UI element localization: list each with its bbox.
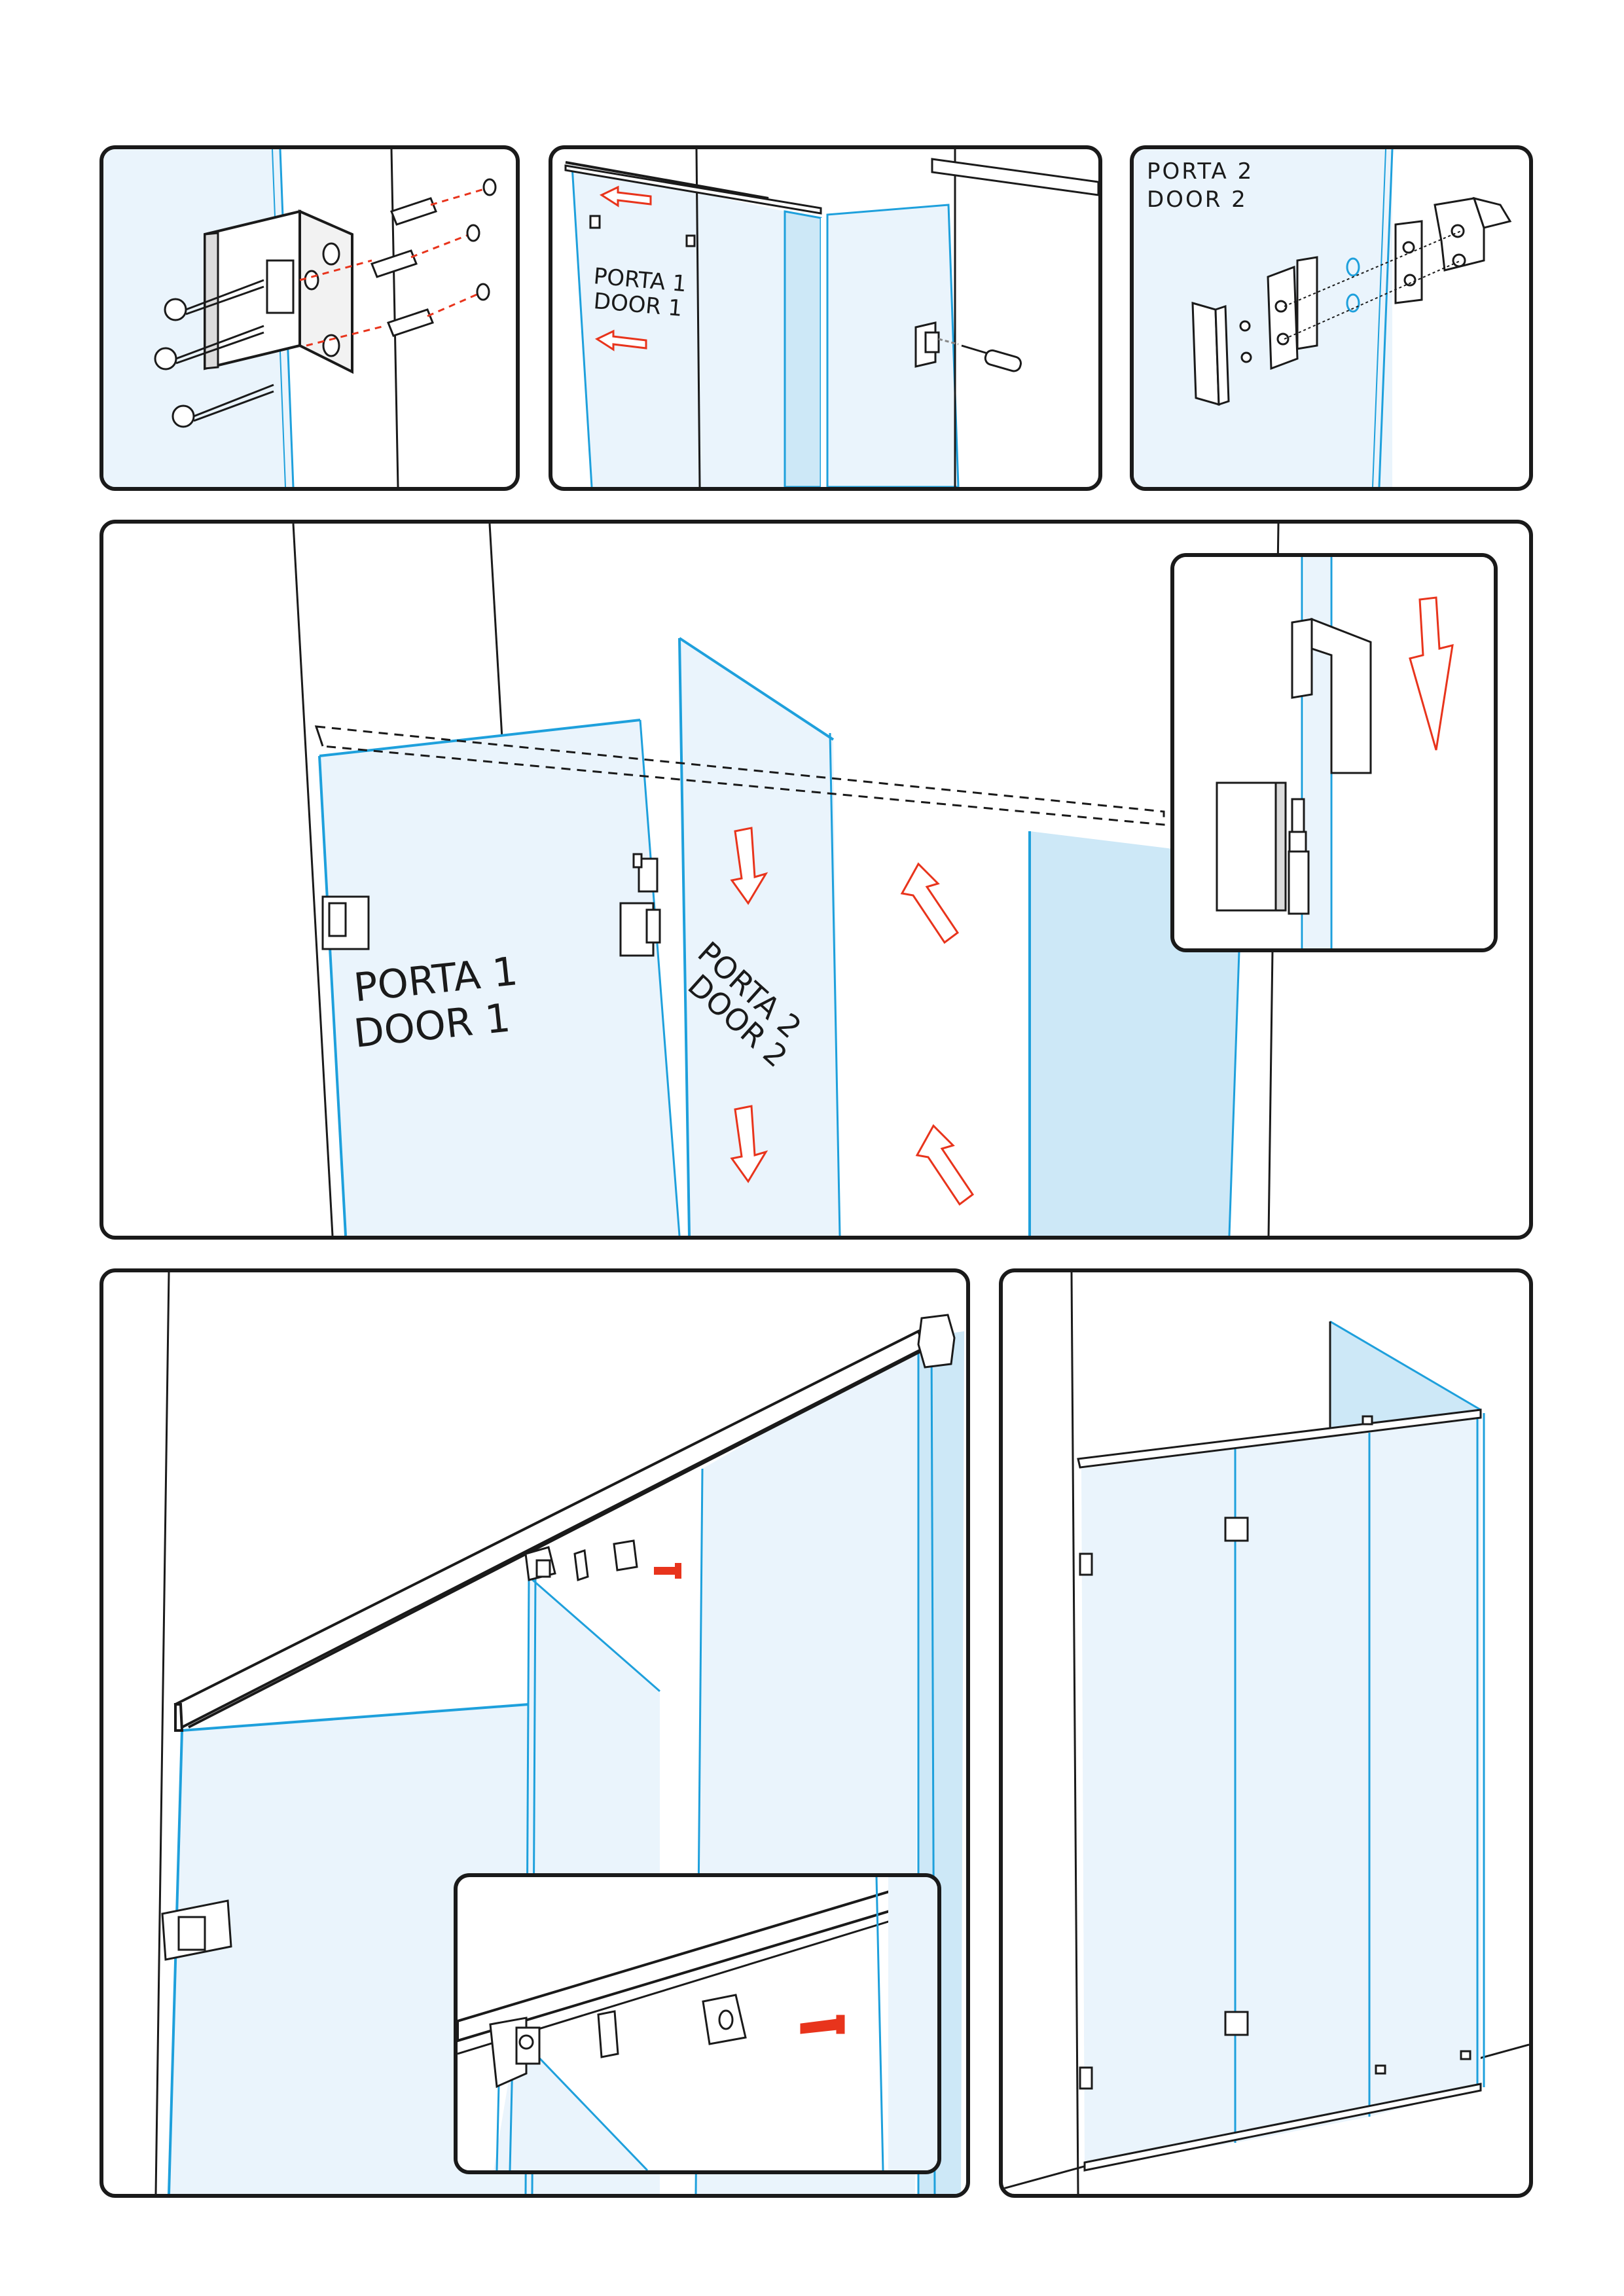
- step-4-inset-illustration: [1174, 557, 1494, 948]
- step-4-inset-panel: [1170, 553, 1498, 952]
- step-4-panel: PORTA 1 DOOR 1 PORTA 2 DOOR 2: [99, 520, 1533, 1240]
- step-6-illustration: [1003, 1272, 1529, 2194]
- arrow-icon: [730, 827, 975, 1206]
- hinge-icon: [1216, 617, 1372, 915]
- bottom-rail: [1083, 2083, 1482, 2172]
- wall-plug-icon: [370, 197, 437, 337]
- end-cap-icon: [917, 1314, 956, 1369]
- step-5-inset-panel: [454, 1873, 941, 2174]
- step-4-illustration: PORTA 1 DOOR 1 PORTA 2 DOOR 2: [292, 524, 1280, 1236]
- step-3-illustration: PORTA 2 DOOR 2: [1134, 149, 1512, 487]
- hinge-icon: [321, 853, 661, 957]
- washer-icon: [1239, 224, 1466, 363]
- door-2-glass: [1235, 1433, 1369, 2143]
- washer-icon: [597, 1994, 747, 2058]
- step-5-inset-illustration: [458, 1877, 937, 2170]
- hinge-icon: [161, 1899, 232, 1961]
- step-1-illustration: [103, 149, 497, 487]
- door-1-glass: [319, 720, 679, 1236]
- glass-clamp-icon: [1191, 301, 1230, 406]
- fixed-glass: [1369, 1413, 1481, 2117]
- wall-bracket-icon: [204, 209, 353, 374]
- glass-panel-door-2: [826, 204, 960, 487]
- side-glass: [1330, 1321, 1481, 1433]
- guide-lines: [299, 187, 487, 347]
- wall-edge-left: [292, 524, 334, 1236]
- step-6-panel: [999, 1268, 1533, 2198]
- hinge-icon: [1079, 1415, 1471, 2090]
- screwdriver-icon: [938, 338, 1022, 372]
- screw-icon: [800, 2015, 845, 2034]
- step-2-panel: PORTA 1 DOOR 1: [549, 145, 1102, 491]
- hinge-icon: [489, 2017, 541, 2089]
- hinge-icon: [914, 321, 940, 368]
- screw-icon: [154, 279, 274, 428]
- step-5-panel: [99, 1268, 970, 2198]
- glass-panel-door-1: [572, 166, 785, 487]
- arrow-icon: [594, 185, 652, 351]
- top-rail-right: [931, 158, 1098, 196]
- step-2-illustration: PORTA 1 DOOR 1: [564, 149, 1098, 487]
- top-rail: [564, 164, 822, 215]
- top-rail: [458, 1877, 937, 2043]
- wall-holes: [466, 178, 497, 301]
- top-rail-dashed: [314, 725, 1165, 826]
- wall-corner-line: [390, 149, 399, 487]
- top-rail: [1077, 1408, 1482, 1469]
- arrow-icon: [1409, 596, 1454, 751]
- door-2-glass: [679, 638, 840, 1236]
- door-2-label-line-2: DOOR 2: [1147, 187, 1248, 213]
- step-3-panel: PORTA 2 DOOR 2: [1130, 145, 1533, 491]
- step-1-panel: [99, 145, 520, 491]
- door-1-glass: [1081, 1449, 1235, 2166]
- door-2-label-line-1: PORTA 2: [1147, 158, 1254, 185]
- screw-icon: [654, 1563, 681, 1579]
- hinge-icon: [524, 1539, 638, 1582]
